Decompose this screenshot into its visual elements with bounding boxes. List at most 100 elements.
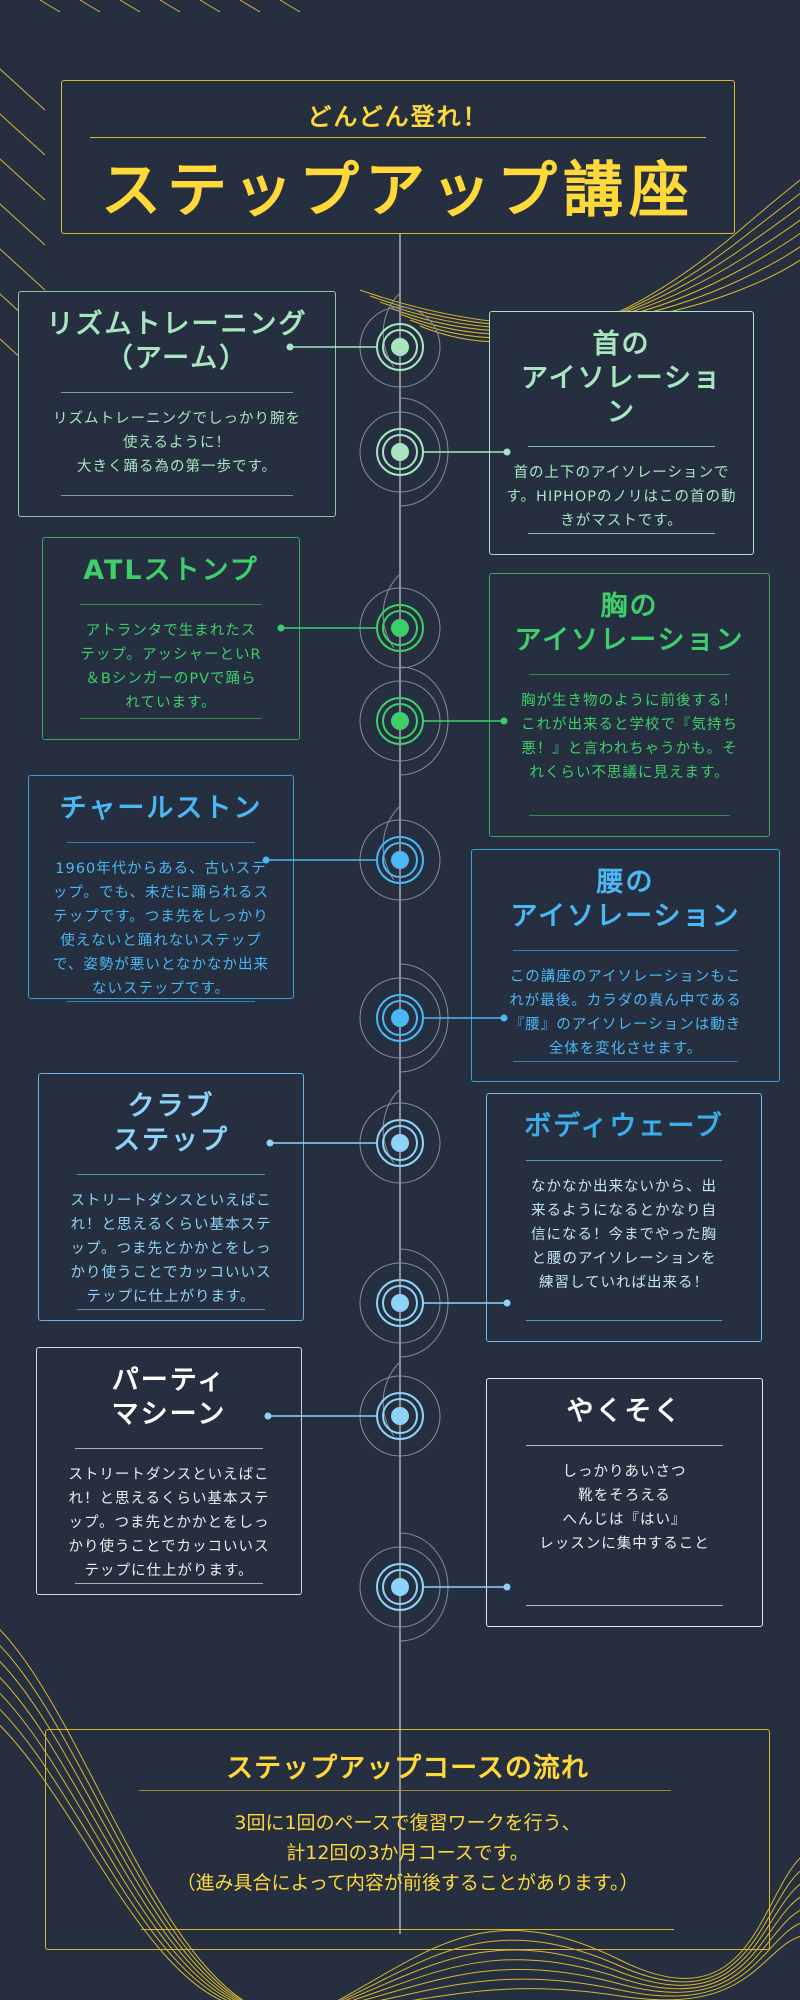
step-card-title-line: パーティ — [111, 1365, 227, 1396]
step-card-title-line: 胸の — [600, 591, 659, 622]
course-flow-text: 3回に1回のペースで復習ワークを行う、 計12回の3か月コースです。 （進み具合… — [46, 1808, 769, 1898]
step-card-title-line: ボディウェーブ — [524, 1111, 724, 1142]
step-card-title-line: アイソレーション — [510, 901, 741, 932]
step-card-title-line: マシーン — [111, 1399, 227, 1430]
step-card-body: 胸が生き物のように前後する！ これが出来ると学校で『気持ち悪！』と言われちゃうかも… — [521, 689, 738, 785]
header-banner: どんどん登れ！ ステップアップ講座 — [61, 80, 735, 234]
step-card-title: クラブステップ — [113, 1090, 229, 1158]
step-card-title-line: クラブ — [127, 1091, 215, 1122]
step-card-body-line: 大きく踊る為の第一歩です。 — [76, 459, 278, 475]
step-card-title: 首のアイソレーション — [510, 328, 733, 430]
step-card-title: 胸のアイソレーション — [514, 590, 744, 658]
step-card-divider — [525, 1160, 723, 1161]
step-card-body-line: テップ。アッシャーといR — [80, 647, 262, 663]
step-card-body-line: 全体を変化させます。 — [548, 1041, 703, 1057]
timeline-node — [277, 573, 441, 669]
step-card-body-line: 『腰』のアイソレーションは動き — [509, 1017, 742, 1033]
step-card-divider — [527, 446, 716, 447]
step-card-bottom-divider — [525, 1320, 723, 1321]
step-card-body-line: ストリートダンスといえばこ — [70, 1193, 272, 1209]
step-card-body-line: 悪！』と言われちゃうかも。そ — [521, 741, 738, 757]
step-card-body: しっかりあいさつ靴をそろえるへんじは『はい』レッスンに集中すること — [539, 1460, 710, 1556]
step-card-bottom-divider — [80, 718, 262, 719]
step-card-body-line: アトランタで生まれたス — [85, 623, 257, 639]
step-card-bottom-divider — [525, 1605, 724, 1606]
step-card-title-line: チャールストン — [59, 793, 263, 824]
step-card: チャールストン 1960年代からある、古いステップ。でも、未だに踊られるステップで… — [28, 775, 294, 1002]
step-card-title-line: ステップ — [113, 1125, 229, 1156]
timeline-node — [359, 397, 511, 507]
step-card-body-line: ないステップです。 — [91, 981, 231, 997]
step-card-title: ボディウェーブ — [524, 1110, 724, 1144]
step-card-body: 1960年代からある、古いステップ。でも、未だに踊られるステップです。つま先をし… — [53, 857, 269, 1001]
step-card-body: なかなか出来ないから、出来るようになるとかなり自信になる！今までやった胸と腰のア… — [531, 1175, 717, 1295]
step-card-body: リズムトレーニングでしっかり腕を使えるように！ 大きく踊る為の第一歩です。 — [53, 407, 301, 479]
step-card-divider — [74, 1448, 264, 1449]
timeline-line — [399, 234, 401, 1934]
step-card-bottom-divider — [74, 1583, 264, 1584]
step-card-body-line: しっかりあいさつ — [562, 1464, 687, 1480]
step-card-title-line: リズムトレーニング — [46, 309, 308, 340]
step-card-title-line: 首の — [592, 329, 651, 360]
course-flow-title: ステップアップコースの流れ — [226, 1753, 589, 1784]
step-card: 胸のアイソレーション胸が生き物のように前後する！ これが出来ると学校で『気持ち悪！… — [489, 573, 770, 837]
step-card-title-line: ATLストンプ — [83, 555, 259, 586]
step-card-body-line: れ！と思えるくらい基本ステ — [70, 1217, 272, 1233]
step-card-divider — [529, 674, 730, 675]
step-card-body-line: れています。 — [125, 695, 217, 711]
step-card: 腰のアイソレーションこの講座のアイソレーションもこれが最後。カラダの真ん中である… — [471, 849, 780, 1082]
step-card-body-line: この講座のアイソレーションもこ — [509, 969, 742, 985]
step-card-body: ストリートダンスといえばこれ！と思えるくらい基本ステップ。つま先とかかとをしっか… — [70, 1189, 271, 1309]
step-card-body: この講座のアイソレーションもこれが最後。カラダの真ん中である『腰』のアイソレーシ… — [509, 965, 741, 1061]
step-card-body-line: 胸が生き物のように前後する！ — [521, 693, 738, 709]
step-card-body-line: テップです。つま先をしっかり — [53, 909, 269, 925]
step-card-title-line: アイソレーション — [520, 363, 723, 428]
step-card-title-line: （アーム） — [105, 343, 249, 374]
step-card-body-line: かり使うことでカッコいいス — [68, 1539, 270, 1555]
step-card-body-line: ップ。つま先とかかとをしっ — [68, 1515, 270, 1531]
step-card-title-line: アイソレーション — [514, 625, 745, 656]
step-card-body-line: きがマストです。 — [560, 513, 683, 529]
step-card-body-line: 使えるように！ — [122, 435, 232, 451]
step-card-body-line: なかなか出来ないから、出 — [531, 1179, 717, 1195]
step-card-body-line: ＆BシンガーのPVで踊ら — [85, 671, 257, 687]
step-card-body-line: れが最後。カラダの真ん中である — [509, 993, 742, 1009]
step-card-body-line: 1960年代からある、古いステ — [55, 861, 267, 877]
step-card-body: ストリートダンスといえばこれ！と思えるくらい基本ステップ。つま先とかかとをしっか… — [68, 1463, 269, 1583]
course-flow-line: 計12回の3か月コースです。 — [286, 1842, 529, 1864]
step-card-title: リズムトレーニング（アーム） — [47, 308, 308, 376]
step-card-body-line: 練習していれば出来る！ — [538, 1275, 710, 1291]
step-card-title: 腰のアイソレーション — [510, 866, 740, 934]
step-card-body-line: 信になる！今までやった胸 — [531, 1227, 717, 1243]
step-card-body-line: 来るようになるとかなり自 — [531, 1203, 717, 1219]
step-card-bottom-divider — [61, 495, 293, 496]
step-card-body-line: これが出来ると学校で『気持ち — [521, 717, 738, 733]
step-card-body-line: テップに仕上がります。 — [86, 1289, 256, 1305]
step-card-title: パーティマシーン — [112, 1364, 227, 1432]
course-flow-box: ステップアップコースの流れ 3回に1回のペースで復習ワークを行う、 計12回の3… — [45, 1729, 770, 1950]
step-card-body-line: ップ。つま先とかかとをしっ — [70, 1241, 272, 1257]
step-card: ATLストンプアトランタで生まれたステップ。アッシャーといR ＆BシンガーのPVで… — [42, 537, 300, 740]
step-card-body-line: テップに仕上がります。 — [84, 1563, 254, 1579]
step-card-title-line: 腰の — [596, 867, 655, 898]
step-card-title: やくそく — [567, 1395, 683, 1429]
step-card-bottom-divider — [529, 815, 730, 816]
step-card-divider — [525, 1445, 724, 1446]
step-card-bottom-divider — [66, 1001, 256, 1002]
header-divider — [90, 137, 706, 138]
header-subtitle: どんどん登れ！ — [307, 103, 489, 131]
step-card-divider — [61, 392, 293, 393]
step-card-body-line: れ！と思えるくらい基本ステ — [68, 1491, 270, 1507]
step-card-bottom-divider — [513, 1061, 738, 1062]
step-card-divider — [76, 1174, 266, 1175]
step-card: 首のアイソレーション首の上下のアイソレーションです。HIPHOPのノリはこの首の… — [489, 311, 754, 555]
page-title: ステップアップ講座 — [101, 156, 695, 226]
step-card-body-line: リズムトレーニングでしっかり腕を — [53, 411, 301, 427]
step-card-body-line: ストリートダンスといえばこ — [68, 1467, 270, 1483]
step-card-body-line: と腰のアイソレーションを — [531, 1251, 717, 1267]
step-card-body-line: す。HIPHOPのノリはこの首の動 — [506, 489, 737, 505]
step-card-title: チャールストン — [60, 792, 263, 826]
course-flow-bottom-divider — [141, 1929, 674, 1930]
step-card-body-line: へんじは『はい』 — [562, 1512, 687, 1528]
step-card-body-line: 靴をそろえる — [578, 1488, 671, 1504]
